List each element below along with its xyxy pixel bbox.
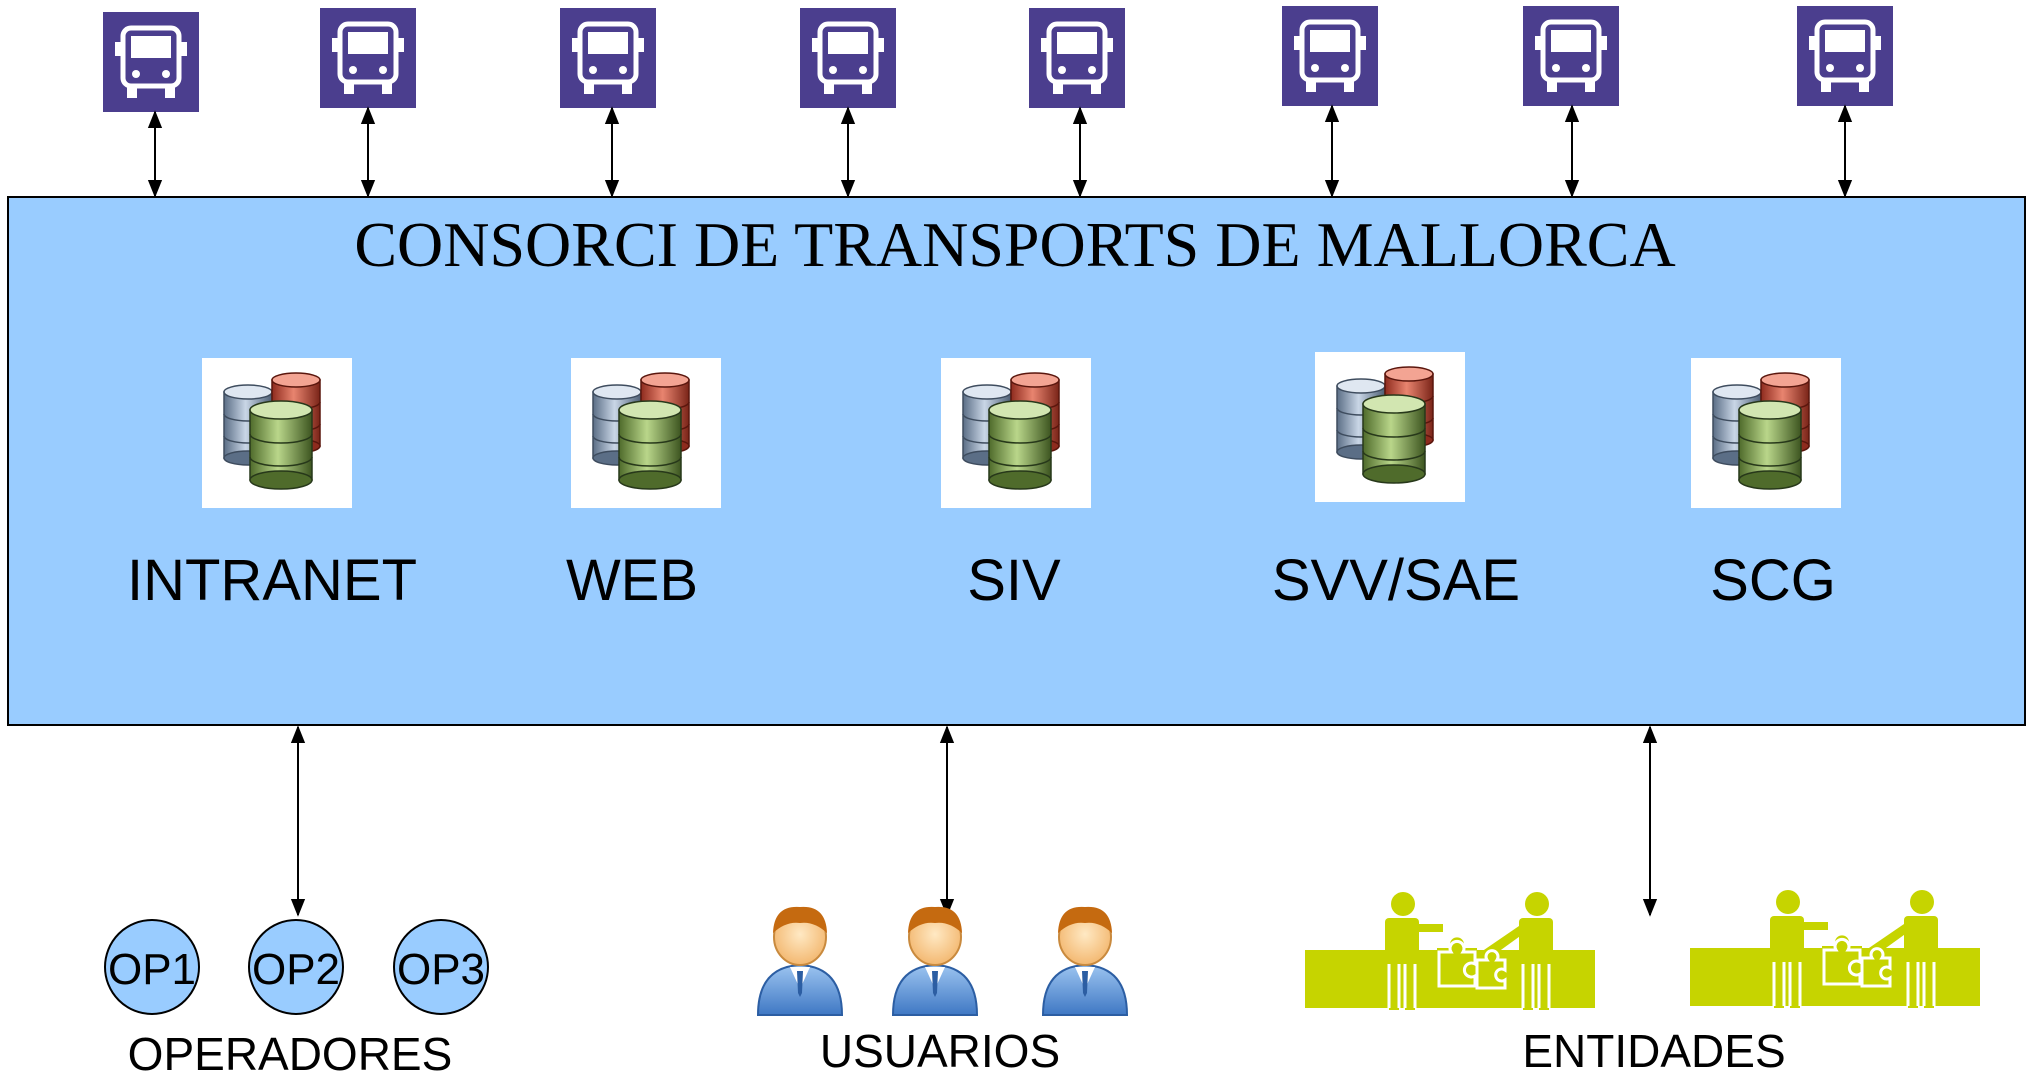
bus-icon (560, 8, 656, 108)
operators-caption: OPERADORES (128, 1028, 453, 1077)
system-intranet: INTRANET (127, 357, 417, 613)
operators-group: OP1 OP2 OP3 OPERADORES (104, 919, 489, 1077)
entities-group: ENTIDADES (1303, 888, 1982, 1077)
bus-icon (1797, 6, 1893, 106)
system-svv-sae: SVV/SAE (1272, 351, 1520, 613)
system-label: SIV (967, 548, 1061, 613)
bus-icon (1523, 6, 1619, 106)
bottom-connectors (290, 725, 1658, 917)
user-icon (892, 905, 978, 1016)
hub-title: CONSORCI DE TRANSPORTS DE MALLORCA (354, 209, 1675, 280)
system-web: WEB (566, 357, 722, 613)
users-group: USUARIOS (757, 905, 1128, 1077)
database-icon (1314, 351, 1466, 503)
bus-icon (320, 8, 416, 108)
user-icon (757, 905, 843, 1016)
bus-icon (1029, 8, 1125, 108)
system-label: WEB (566, 548, 698, 613)
operator-circle (248, 919, 344, 1015)
operator-label: OP2 (252, 945, 340, 994)
database-icon (940, 357, 1092, 509)
entities-caption: ENTIDADES (1522, 1025, 1785, 1077)
partnership-icon (1303, 890, 1597, 1012)
system-label: SVV/SAE (1272, 548, 1520, 613)
database-icon (570, 357, 722, 509)
user-icon (1042, 905, 1128, 1016)
partnership-icon (1688, 888, 1982, 1010)
operator-circle (104, 919, 200, 1015)
system-label: INTRANET (127, 548, 417, 613)
bus-icon (1282, 6, 1378, 106)
database-icon (201, 357, 353, 509)
operator-label: OP1 (108, 945, 196, 994)
operator-label: OP3 (397, 945, 485, 994)
bus-row (103, 6, 1893, 112)
operator-circle (393, 919, 489, 1015)
bus-icon (800, 8, 896, 108)
bus-icon (103, 12, 199, 112)
system-label: SCG (1710, 548, 1836, 613)
system-siv: SIV (940, 357, 1092, 613)
database-icon (1690, 357, 1842, 509)
users-caption: USUARIOS (820, 1025, 1060, 1077)
bus-connectors (147, 104, 1853, 198)
system-scg: SCG (1690, 357, 1842, 613)
